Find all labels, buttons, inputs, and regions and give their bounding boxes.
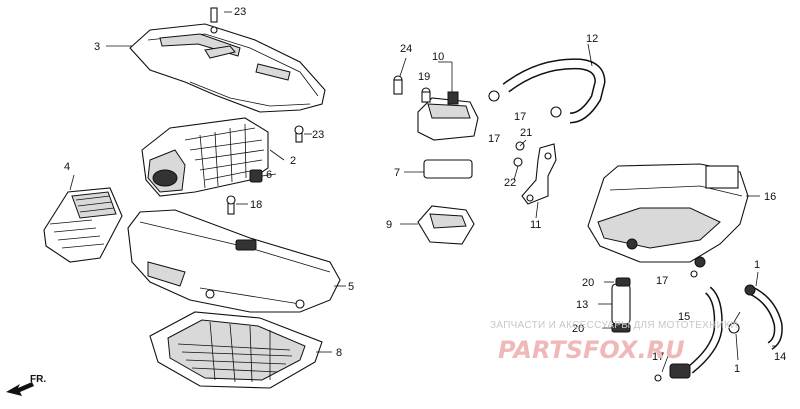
callout-23-mid: 23 xyxy=(312,129,324,141)
air-filter-element xyxy=(141,117,304,215)
callout-23-top: 23 xyxy=(234,6,246,18)
callout-24: 24 xyxy=(400,43,412,55)
callout-21: 21 xyxy=(520,127,532,139)
callout-20-b: 20 xyxy=(572,323,584,335)
callout-12: 12 xyxy=(586,33,598,45)
watermark-caption: ЗАПЧАСТИ И АКСЕССУАРЫ ДЛЯ МОТОТЕХНИКИ xyxy=(490,320,738,331)
callout-1-b: 1 xyxy=(734,363,740,375)
callout-17-c: 17 xyxy=(656,275,668,287)
callout-14: 14 xyxy=(774,351,786,363)
callout-19: 19 xyxy=(418,71,430,83)
callout-10: 10 xyxy=(432,51,444,63)
callout-15: 15 xyxy=(678,311,690,323)
callout-7: 7 xyxy=(394,167,400,179)
watermark: ЗАПЧАСТИ И АКСЕССУАРЫ ДЛЯ МОТОТЕХНИКИ PA… xyxy=(490,320,738,364)
lower-hoses xyxy=(654,284,783,382)
callout-22: 22 xyxy=(504,177,516,189)
callout-6: 6 xyxy=(266,169,272,181)
air-cleaner-bottom-cover xyxy=(149,311,323,389)
callout-5: 5 xyxy=(348,281,354,293)
drain-tube xyxy=(611,277,631,333)
callout-4: 4 xyxy=(64,161,70,173)
breather-tube xyxy=(488,58,606,124)
callout-labels: 3 23 4 23 2 6 18 5 8 24 10 19 7 9 12 17 … xyxy=(64,6,786,375)
watermark-logo: PARTSFOX.RU xyxy=(498,336,685,364)
callout-11: 11 xyxy=(530,219,541,231)
callout-17-d: 17 xyxy=(652,351,664,363)
resonator-box xyxy=(587,163,749,278)
breather-assembly xyxy=(393,75,479,245)
callout-9: 9 xyxy=(386,219,392,231)
callout-3: 3 xyxy=(94,41,100,53)
air-cleaner-case xyxy=(127,209,341,313)
callout-17-a: 17 xyxy=(514,111,526,123)
callout-13: 13 xyxy=(576,299,588,311)
callout-20-a: 20 xyxy=(582,277,594,289)
callout-17-b: 17 xyxy=(488,133,500,145)
callout-8: 8 xyxy=(336,347,342,359)
intake-duct xyxy=(43,187,123,263)
leader-lines xyxy=(69,11,776,373)
callout-18: 18 xyxy=(250,199,262,211)
front-direction-indicator: FR. xyxy=(6,374,46,396)
air-cleaner-cover xyxy=(129,7,326,113)
callout-16: 16 xyxy=(764,191,776,203)
mounting-bracket xyxy=(513,141,557,205)
callout-2: 2 xyxy=(290,155,296,167)
callout-1-a: 1 xyxy=(754,259,760,271)
front-label: FR. xyxy=(30,374,46,385)
